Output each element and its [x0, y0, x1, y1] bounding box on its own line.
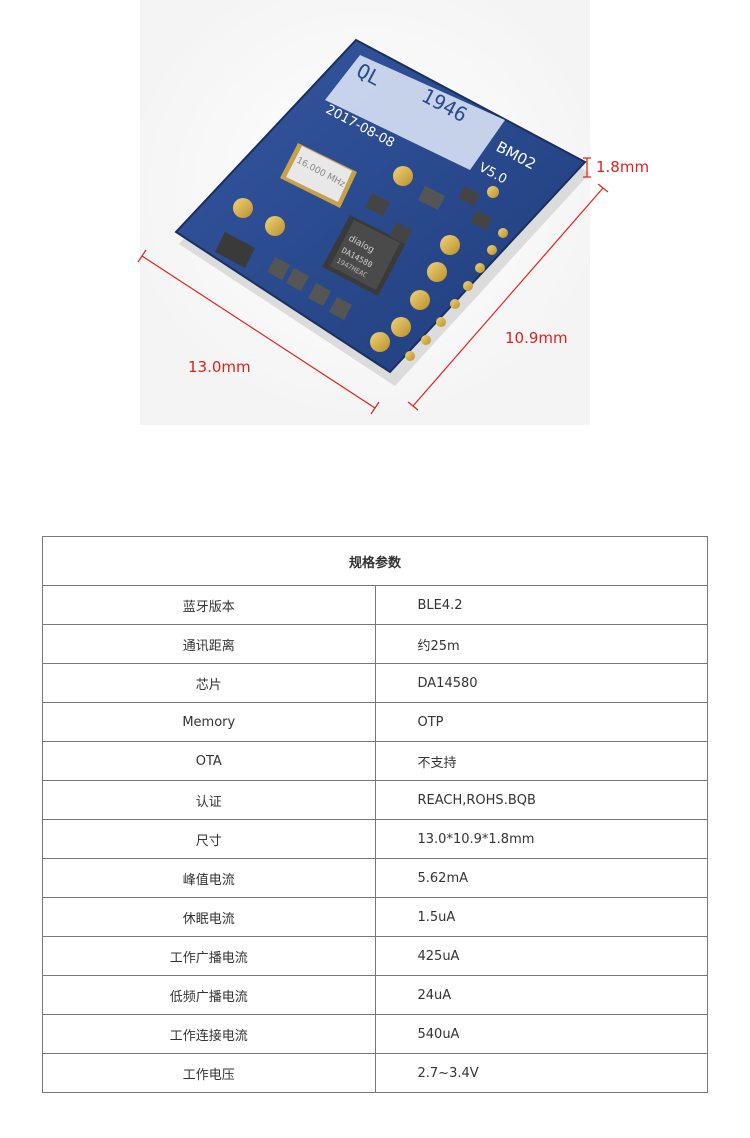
table-row: OTA 不支持 [42, 741, 708, 781]
spec-value: 约25m [374, 624, 708, 664]
spec-key: 通讯距离 [42, 624, 376, 664]
spec-value: 13.0*10.9*1.8mm [374, 819, 708, 859]
table-row: 通讯距离 约25m [42, 624, 708, 664]
spec-value: REACH,ROHS.BQB [374, 780, 708, 820]
table-row: 峰值电流 5.62mA [42, 858, 708, 898]
spec-key: 工作电压 [42, 1053, 376, 1093]
table-row: 低频广播电流 24uA [42, 975, 708, 1015]
spec-table-header-row: 规格参数 [42, 536, 708, 586]
table-row: 芯片 DA14580 [42, 663, 708, 703]
spec-key: 休眠电流 [42, 897, 376, 937]
table-row: 工作电压 2.7~3.4V [42, 1053, 708, 1093]
module-illustration: QL 1946 2017-08-08 BM02 V5.0 16.000 MHz … [137, 0, 649, 425]
spec-table: 规格参数 蓝牙版本 BLE4.2 通讯距离 约25m 芯片 DA14580 Me… [42, 536, 708, 1093]
table-row: 休眠电流 1.5uA [42, 897, 708, 937]
spec-key: 峰值电流 [42, 858, 376, 898]
spec-key: 芯片 [42, 663, 376, 703]
spec-value: 1.5uA [374, 897, 708, 937]
spec-key: 尺寸 [42, 819, 376, 859]
spec-value: OTP [374, 702, 708, 742]
table-row: 工作连接电流 540uA [42, 1014, 708, 1054]
spec-value: 5.62mA [374, 858, 708, 898]
spec-value: 2.7~3.4V [374, 1053, 708, 1093]
spec-value: DA14580 [374, 663, 708, 703]
crystal-oscillator: 16.000 MHz [280, 143, 357, 208]
spec-value: 425uA [374, 936, 708, 976]
dim-length-label: 13.0mm [188, 358, 251, 376]
dim-length: 13.0mm [137, 249, 380, 415]
silkscreen-block [325, 55, 505, 170]
spec-key: 工作广播电流 [42, 936, 376, 976]
dim-width-label: 10.9mm [505, 329, 568, 347]
spec-value: BLE4.2 [374, 585, 708, 625]
ble-chip: dialog DA14580 1947HEAC [322, 215, 406, 296]
spec-key: 低频广播电流 [42, 975, 376, 1015]
passive-components [215, 186, 492, 320]
table-row: 尺寸 13.0*10.9*1.8mm [42, 819, 708, 859]
spec-key: 蓝牙版本 [42, 585, 376, 625]
spec-key: 工作连接电流 [42, 1014, 376, 1054]
spec-key: Memory [42, 702, 376, 742]
table-row: Memory OTP [42, 702, 708, 742]
spec-table-title: 规格参数 [42, 536, 708, 586]
spec-value: 540uA [374, 1014, 708, 1054]
product-photo: QL 1946 2017-08-08 BM02 V5.0 16.000 MHz … [0, 0, 750, 470]
dim-thickness: 1.8mm [583, 157, 649, 178]
spec-value: 不支持 [374, 741, 708, 781]
spec-key: 认证 [42, 780, 376, 820]
dim-width: 10.9mm [407, 183, 609, 411]
table-row: 认证 REACH,ROHS.BQB [42, 780, 708, 820]
table-row: 工作广播电流 425uA [42, 936, 708, 976]
spec-key: OTA [42, 741, 376, 781]
table-row: 蓝牙版本 BLE4.2 [42, 585, 708, 625]
dim-thickness-label: 1.8mm [596, 158, 649, 176]
gold-pads [233, 166, 508, 361]
spec-value: 24uA [374, 975, 708, 1015]
